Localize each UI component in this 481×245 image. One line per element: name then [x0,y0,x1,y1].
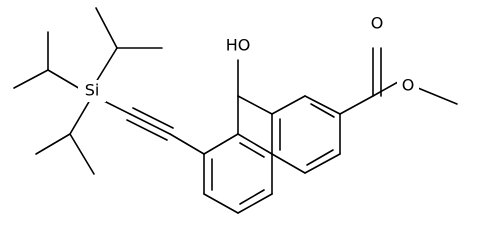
bond [237,133,273,155]
bond [237,193,273,214]
bond [132,107,174,129]
bond [169,133,205,155]
label-mask [366,12,388,36]
label-mask [78,80,106,102]
bond [271,95,306,115]
bond [69,99,91,135]
silicon-label: Si [85,81,100,100]
bond [372,81,399,97]
bond [417,87,458,105]
bond [47,69,83,91]
hydroxyl-label: HO [226,36,251,55]
bond [304,153,341,174]
bond [69,133,95,175]
bond [95,47,118,83]
bond [203,133,239,155]
bond [239,189,265,205]
bond [339,95,374,115]
atom-labels: HO Si O O [78,12,419,102]
label-mask [220,34,256,58]
bond [129,113,171,135]
bond [271,153,306,174]
bond [35,133,71,155]
bond [203,193,239,214]
label-mask [397,74,419,98]
bond [126,119,168,141]
bond [237,95,273,115]
bond [13,69,49,89]
ester-oxygen-label: O [402,76,415,95]
bond [306,149,334,166]
carbonyl-oxygen-label: O [371,14,384,33]
bond [310,103,335,118]
bond [239,142,265,158]
bond [304,95,341,115]
bonds [13,7,458,214]
bond [95,7,118,49]
